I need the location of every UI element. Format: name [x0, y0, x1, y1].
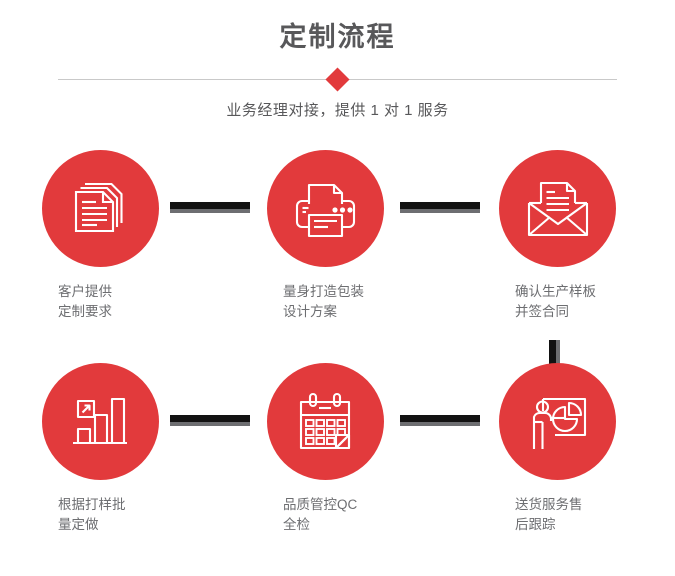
documents-stack-icon [74, 182, 123, 232]
envelope-document-icon [527, 181, 589, 236]
presenter-board-icon [532, 397, 587, 449]
flow-step-4-circle [41, 363, 159, 480]
flow-connector-4-5 [170, 415, 250, 426]
section-divider [0, 66, 675, 92]
connector-bar [549, 340, 556, 376]
flow-step-6-circle [498, 363, 616, 480]
flow-connector-2-3 [400, 202, 480, 213]
connector-bar [400, 202, 480, 209]
flow-step-3[interactable]: 确认生产样板 并签合同 [462, 150, 652, 322]
flow-step-6-label: 送货服务售 后跟踪 [515, 497, 583, 532]
flow-row-2: 根据打样批 量定做 [0, 363, 675, 576]
connector-bar-shadow [170, 209, 250, 213]
connector-bar-shadow [400, 209, 480, 213]
connector-bar-shadow [556, 340, 560, 376]
flow-step-6[interactable]: 送货服务售 后跟踪 [462, 363, 652, 535]
flow-connector-3-6-vertical [549, 340, 560, 376]
flow-step-1-circle [41, 150, 159, 267]
flow-step-4[interactable]: 根据打样批 量定做 [5, 363, 195, 535]
flow-step-1-label: 客户提供 定制要求 [58, 284, 112, 319]
printer-icon [295, 183, 356, 237]
calendar-icon [299, 392, 351, 449]
page-title: 定制流程 [279, 22, 396, 52]
flow-step-3-circle [498, 150, 616, 267]
connector-bar-shadow [170, 422, 250, 426]
process-flow: 客户提供 定制要求 [0, 150, 675, 576]
bar-chart-growth-icon [73, 397, 127, 444]
flow-step-3-label: 确认生产样板 并签合同 [515, 284, 596, 319]
connector-bar-shadow [400, 422, 480, 426]
diamond-marker-icon [325, 66, 350, 92]
flow-connector-5-6 [400, 415, 480, 426]
flow-step-2[interactable]: 量身打造包装 设计方案 [230, 150, 420, 322]
page-header: 定制流程 业务经理对接，提供 1 对 1 服务 [0, 0, 675, 120]
flow-connector-1-2 [170, 202, 250, 213]
connector-bar [400, 415, 480, 422]
flow-step-5-label: 品质管控QC 全检 [283, 497, 358, 532]
flow-step-5-circle [266, 363, 384, 480]
page-subtitle: 业务经理对接，提供 1 对 1 服务 [226, 102, 449, 119]
flow-step-1[interactable]: 客户提供 定制要求 [5, 150, 195, 322]
flow-step-4-label: 根据打样批 量定做 [58, 497, 126, 532]
flow-step-2-label: 量身打造包装 设计方案 [283, 284, 364, 319]
flow-step-2-circle [266, 150, 384, 267]
flow-row-1: 客户提供 定制要求 [0, 150, 675, 376]
connector-bar [170, 415, 250, 422]
flow-step-5[interactable]: 品质管控QC 全检 [230, 363, 420, 535]
connector-bar [170, 202, 250, 209]
